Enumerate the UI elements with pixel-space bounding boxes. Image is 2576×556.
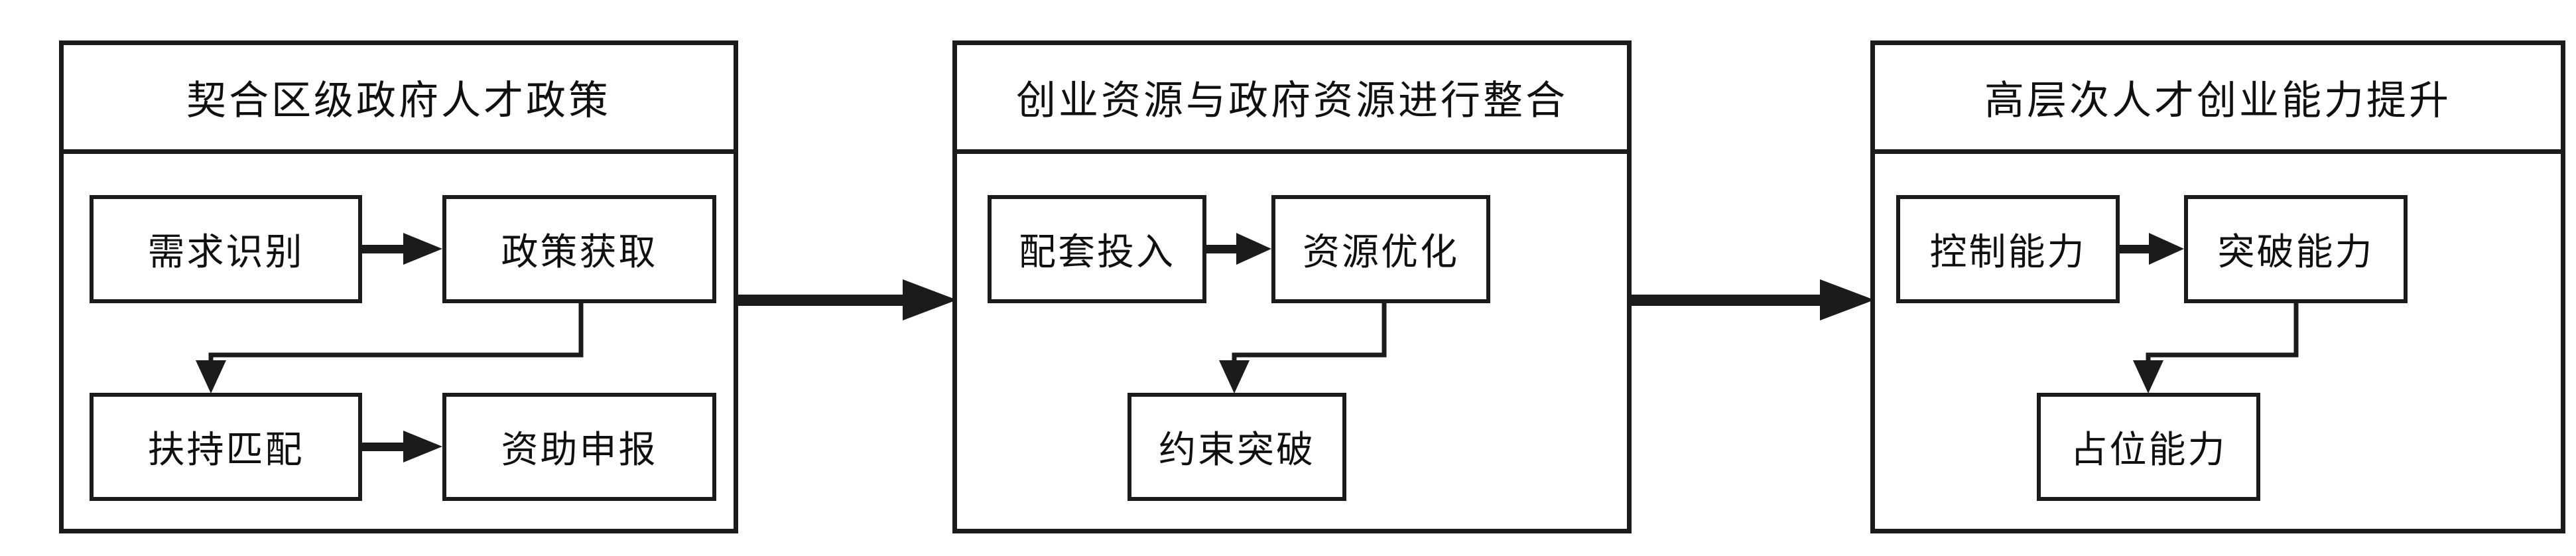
node-requirement-identification[interactable]: 需求识别 — [90, 195, 362, 303]
node-breakthrough-capability[interactable]: 突破能力 — [2184, 195, 2408, 303]
panel-2-body: 配套投入 资源优化 约束突破 — [957, 159, 1627, 529]
stage-arrow-panel2-to-panel3 — [1632, 278, 1874, 322]
connector-optimization-to-constraint — [1160, 303, 1399, 396]
panel-1-body: 需求识别 政策获取 扶持匹配 资助申报 — [64, 159, 734, 529]
panel-1-title: 契合区级政府人才政策 — [64, 45, 734, 154]
node-support-matching[interactable]: 扶持匹配 — [90, 393, 362, 501]
panel-3-body: 控制能力 突破能力 占位能力 — [1875, 159, 2561, 529]
node-grant-application[interactable]: 资助申报 — [442, 393, 716, 501]
node-policy-acquisition[interactable]: 政策获取 — [442, 195, 716, 303]
connector-breakthrough-to-positioning — [2070, 303, 2315, 396]
panel-capability-upgrade: 高层次人才创业能力提升 控制能力 突破能力 占位能力 — [1870, 40, 2565, 533]
connector-req-to-policy — [362, 229, 442, 269]
node-control-capability[interactable]: 控制能力 — [1896, 195, 2120, 303]
stage-arrow-panel1-to-panel2 — [738, 278, 957, 322]
panel-talent-policy: 契合区级政府人才政策 需求识别 政策获取 扶持匹配 资助申报 — [59, 40, 738, 533]
connector-support-to-grant — [362, 427, 442, 466]
connector-policy-to-support — [196, 303, 584, 396]
node-matching-investment[interactable]: 配套投入 — [988, 195, 1206, 303]
node-positioning-capability[interactable]: 占位能力 — [2037, 393, 2260, 501]
panel-resource-integration: 创业资源与政府资源进行整合 配套投入 资源优化 约束突破 — [952, 40, 1632, 533]
connector-investment-to-optimization — [1206, 229, 1271, 269]
panel-3-title: 高层次人才创业能力提升 — [1875, 45, 2561, 154]
node-constraint-breakthrough[interactable]: 约束突破 — [1127, 393, 1346, 501]
connector-control-to-breakthrough — [2120, 229, 2184, 269]
node-resource-optimization[interactable]: 资源优化 — [1271, 195, 1490, 303]
panel-2-title: 创业资源与政府资源进行整合 — [957, 45, 1627, 154]
